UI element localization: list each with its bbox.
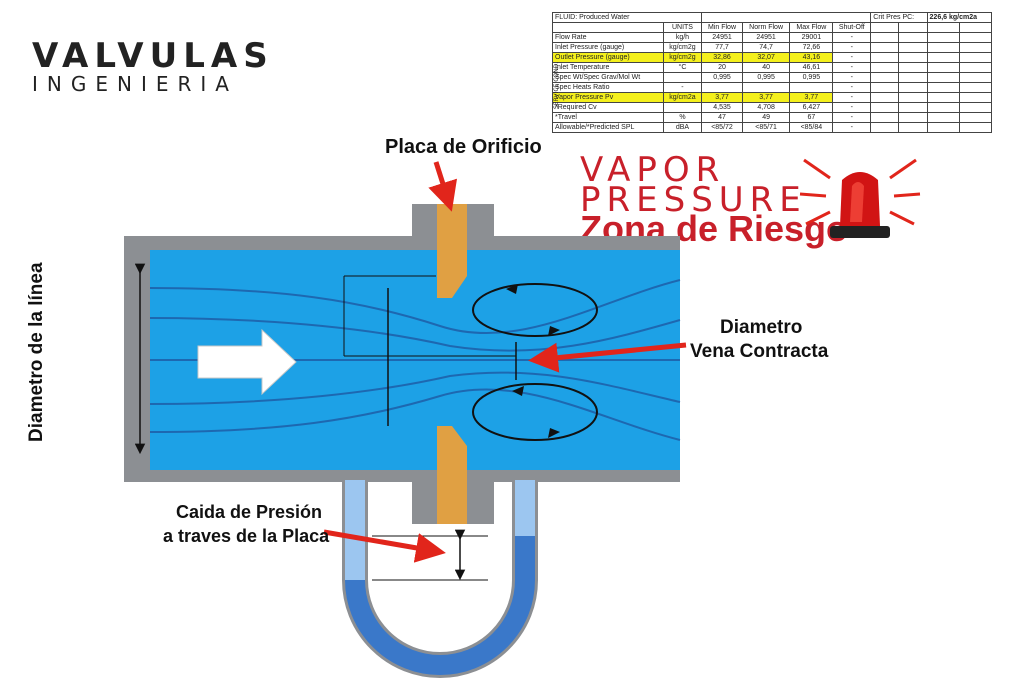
placa-callout-arrow [428,161,458,212]
orifice-plate-bottom [437,426,467,524]
manometer-u-tube [342,480,538,678]
brand-line-2: INGENIERIA [32,72,238,96]
table-cell-label: Allowable/*Predicted SPL [552,122,664,133]
alert-line-1: VAPOR [580,150,726,190]
table-cell-units: dBA [662,122,703,133]
placa-label: Placa de Orificio [385,136,542,158]
linea-diameter-label: Diametro de la línea [26,262,47,442]
spec-sheet-table: FLUID: Produced Water Crit Pres PC: 226,… [551,12,993,136]
vena-callout-arrow [528,342,687,373]
eddy-bottom [472,383,598,441]
eddy-top [472,283,598,337]
caida-label-2: a traves de la Placa [163,526,330,546]
siren-icon [799,158,921,238]
caida-callout-arrow [323,529,446,563]
diametro-label-2: Vena Contracta [690,341,829,362]
orifice-plate-top [437,204,467,298]
alert-line-2: PRESSURE [580,180,807,220]
diametro-label-1: Diametro [720,317,803,338]
streamlines [149,279,681,441]
caida-label-1: Caida de Presión [176,502,323,522]
flow-arrow-icon [197,328,297,396]
brand-line-1: VALVULAS [32,36,274,76]
